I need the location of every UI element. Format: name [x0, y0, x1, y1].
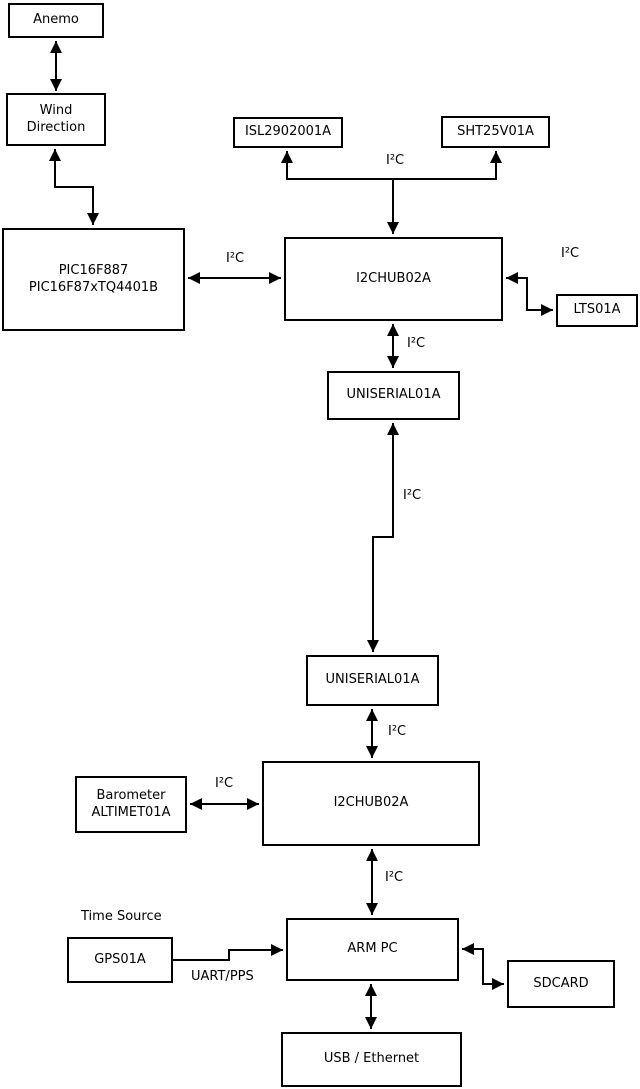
node-lts: LTS01A: [556, 294, 638, 327]
node-isl: ISL2902001A: [233, 117, 343, 148]
node-anemo-label: Anemo: [33, 12, 79, 28]
node-pic-label: PIC16F887 PIC16F87xTQ4401B: [28, 262, 159, 295]
node-sht-label: SHT25V01A: [457, 123, 534, 139]
edge-label-hub2-armpc-i2c: I²C: [385, 870, 404, 885]
node-uniserial-top: UNISERIAL01A: [327, 371, 460, 420]
node-arm-pc: ARM PC: [286, 918, 459, 981]
connector-winddirection-pic: [49, 149, 99, 225]
node-uniserial-bottom-label: UNISERIAL01A: [325, 672, 420, 688]
edge-label-pic-hub-i2c: I²C: [226, 251, 245, 266]
node-barometer: Barometer ALTIMET01A: [75, 776, 187, 833]
node-sht: SHT25V01A: [441, 116, 550, 148]
connector-uniserial-uniserial: [367, 423, 399, 652]
edge-label-hub-lts-i2c: I²C: [561, 246, 580, 261]
node-i2chub-bottom: I2CHUB02A: [262, 761, 480, 846]
node-sdcard: SDCARD: [507, 960, 615, 1008]
node-i2chub-bottom-label: I2CHUB02A: [333, 795, 409, 811]
node-isl-label: ISL2902001A: [244, 124, 332, 140]
node-wind-direction: Wind Direction: [6, 93, 106, 146]
node-uniserial-bottom: UNISERIAL01A: [306, 655, 439, 706]
connector-isl-sht-branch: [281, 151, 502, 180]
connector-i2chub-lts: [506, 272, 553, 316]
node-usb-ethernet: USB / Ethernet: [281, 1032, 462, 1087]
edge-label-uniserial-link-i2c: I²C: [403, 488, 422, 503]
node-i2chub-top-label: I2CHUB02A: [356, 270, 431, 286]
node-sdcard-label: SDCARD: [533, 975, 589, 991]
edge-label-hub-uniserial-i2c: I²C: [407, 336, 426, 351]
node-arm-pc-label: ARM PC: [347, 941, 398, 957]
node-i2chub-top: I2CHUB02A: [284, 237, 503, 321]
node-usb-ethernet-label: USB / Ethernet: [323, 1051, 420, 1067]
connector-armpc-sdcard: [462, 943, 504, 990]
edge-label-uniserial-hub2-i2c: I²C: [388, 724, 407, 739]
node-pic: PIC16F887 PIC16F87xTQ4401B: [2, 228, 185, 331]
node-gps-label: GPS01A: [94, 951, 146, 967]
connector-gps-armpc: [173, 944, 283, 961]
node-uniserial-top-label: UNISERIAL01A: [346, 387, 441, 403]
edge-label-hub-sensors-i2c: I²C: [386, 153, 405, 168]
node-lts-label: LTS01A: [573, 302, 621, 318]
edge-label-barometer-hub2-i2c: I²C: [215, 776, 234, 791]
edge-label-gps-armpc-uartpps: UART/PPS: [191, 969, 254, 984]
node-wind-direction-label: Wind Direction: [26, 102, 86, 135]
node-anemo: Anemo: [8, 3, 104, 38]
annotation-time-source: Time Source: [81, 909, 162, 924]
node-barometer-label: Barometer ALTIMET01A: [91, 787, 171, 820]
node-gps: GPS01A: [67, 937, 173, 983]
